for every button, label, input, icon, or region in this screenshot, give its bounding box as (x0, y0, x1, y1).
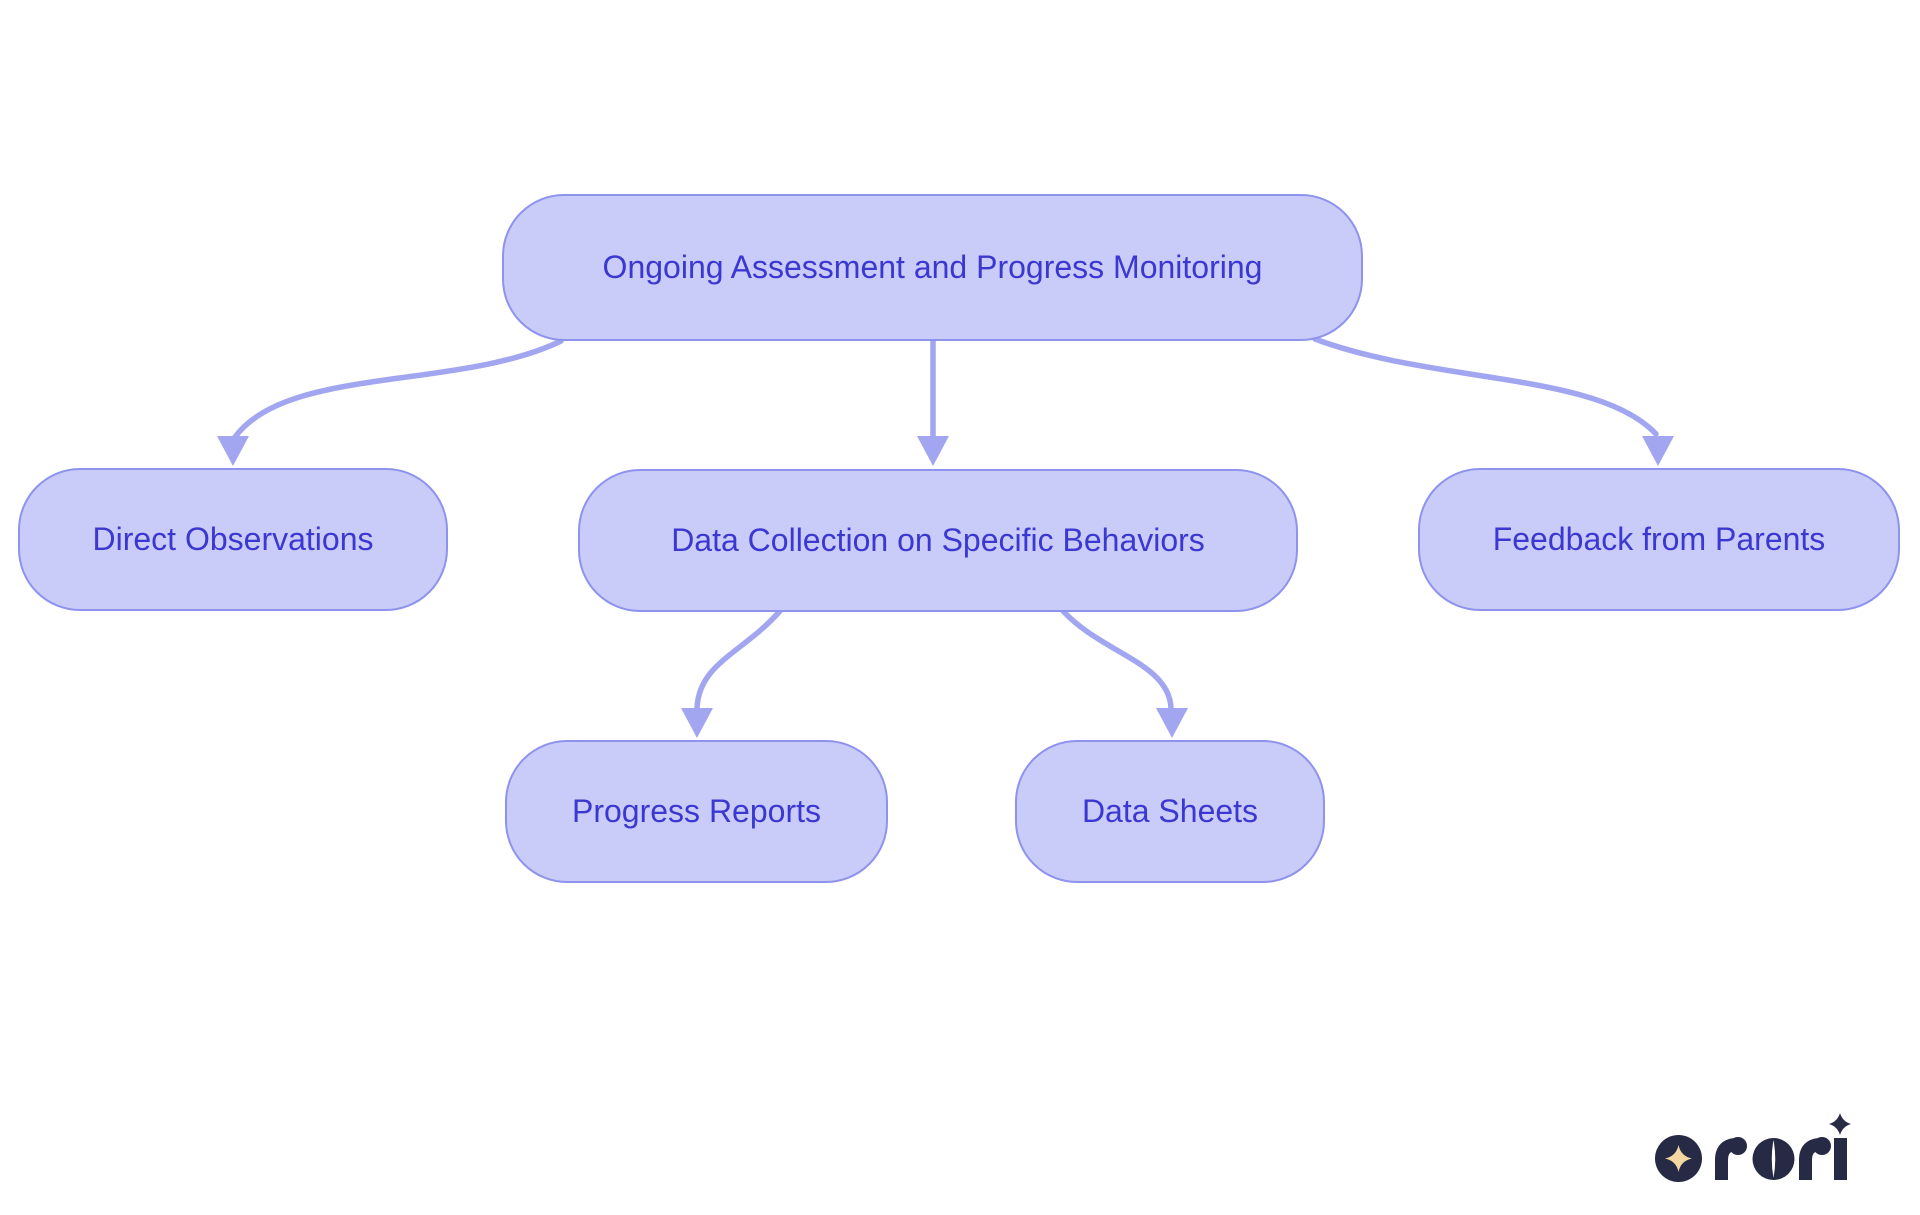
node-data-sheets: Data Sheets (1015, 740, 1325, 883)
arrowhead (217, 436, 249, 466)
edge-data-collection-to-data-sheets (1060, 608, 1174, 711)
node-feedback-parents: Feedback from Parents (1418, 468, 1900, 611)
edge-data-collection-to-progress-reports (694, 608, 783, 711)
arrowhead (681, 708, 713, 738)
node-direct-observations-label: Direct Observations (92, 521, 374, 558)
node-progress-reports: Progress Reports (505, 740, 888, 883)
arrowhead (1642, 436, 1674, 466)
node-progress-reports-label: Progress Reports (572, 793, 821, 830)
sparkle-icon (1829, 1113, 1851, 1135)
node-data-collection: Data Collection on Specific Behaviors (578, 469, 1298, 612)
sparkle-icon (1665, 1145, 1692, 1172)
node-root-label: Ongoing Assessment and Progress Monitori… (602, 249, 1263, 286)
node-direct-observations: Direct Observations (18, 468, 448, 611)
arrowhead (917, 436, 949, 466)
rori-letter-i (1829, 1113, 1851, 1180)
rori-letter-o (1752, 1138, 1795, 1180)
node-feedback-parents-label: Feedback from Parents (1492, 521, 1826, 558)
node-data-sheets-label: Data Sheets (1081, 793, 1259, 830)
node-data-collection-label: Data Collection on Specific Behaviors (671, 522, 1205, 559)
rori-letter-r1 (1715, 1137, 1747, 1180)
edge-root-to-direct-observations (232, 338, 564, 440)
arrowhead (1156, 708, 1188, 738)
rori-letter-r2 (1799, 1137, 1831, 1180)
rori-logo (1655, 1113, 1851, 1182)
node-root: Ongoing Assessment and Progress Monitori… (502, 194, 1363, 341)
edge-root-to-feedback-parents (1312, 336, 1659, 437)
